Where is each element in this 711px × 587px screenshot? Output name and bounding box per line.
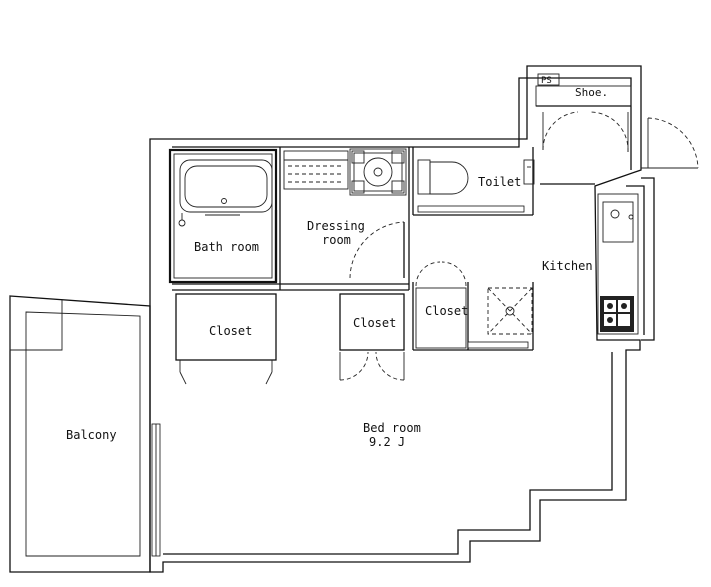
partition-walls	[172, 147, 595, 351]
ps-label: PS	[541, 76, 552, 86]
toilet-room: Toilet	[417, 159, 535, 213]
shoe-closet-label: Shoe.	[575, 86, 608, 99]
toilet-label: Toilet	[478, 175, 521, 189]
fridge-space	[467, 287, 533, 349]
outer-walls	[149, 65, 655, 573]
closet-left: Closet	[175, 293, 277, 385]
closet-middle: Closet	[339, 293, 405, 381]
bedroom-window	[151, 423, 161, 557]
closet-middle-label: Closet	[353, 316, 396, 330]
bath-room-label: Bath room	[194, 240, 259, 254]
bedroom-label-line2: 9.2 J	[369, 435, 405, 449]
kitchen-label: Kitchen	[542, 259, 593, 273]
dressing-room: Dressing room	[283, 148, 407, 279]
closet-left-label: Closet	[209, 324, 252, 338]
bedroom-label-line1: Bed room	[363, 421, 421, 435]
closet-right: Closet	[415, 261, 468, 349]
dressing-room-label-line1: Dressing	[307, 219, 365, 233]
kitchen-area: Kitchen	[542, 193, 639, 335]
bath-room: Bath room	[168, 148, 278, 284]
dressing-room-label-line2: room	[322, 233, 351, 247]
bed-room: Bed room 9.2 J	[363, 421, 421, 449]
balcony-label: Balcony	[66, 428, 117, 442]
closet-right-label: Closet	[425, 304, 468, 318]
entrance-area: PS Shoe.	[535, 73, 699, 169]
balcony-area: Balcony	[9, 295, 151, 573]
